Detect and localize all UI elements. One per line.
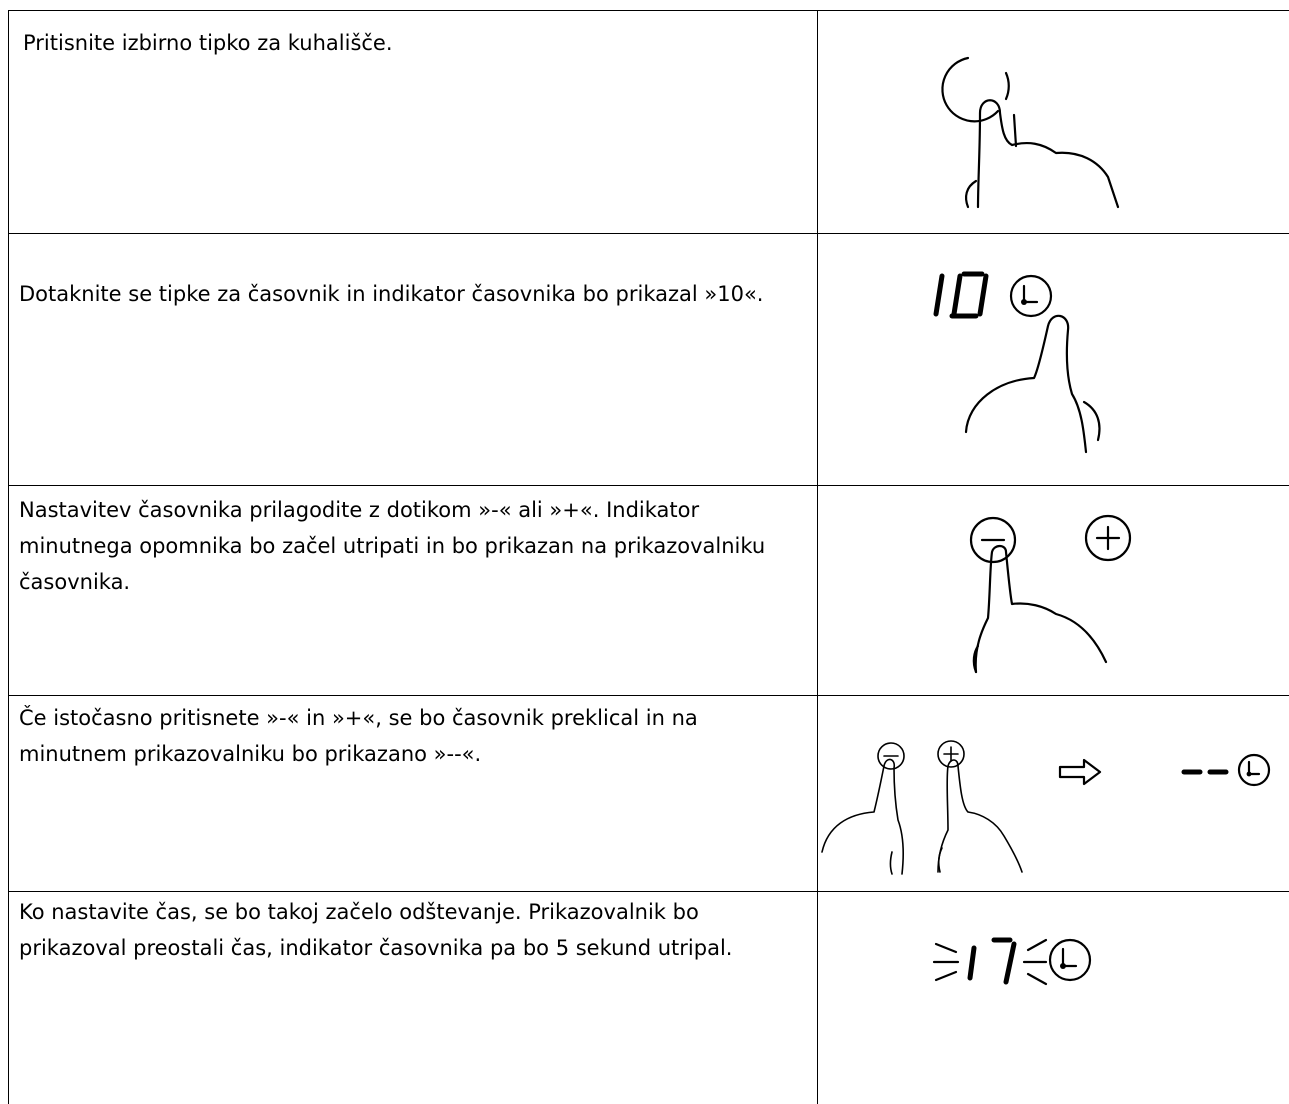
step-row: Nastavitev časovnika prilagodite z dotik… (9, 486, 1289, 696)
timer-key-press-icon (818, 234, 1288, 484)
minus-plus-key-press-icon (818, 486, 1288, 694)
step-text: Ko nastavite čas, se bo takoj začelo odš… (9, 892, 817, 966)
step-text: Nastavitev časovnika prilagodite z dotik… (9, 486, 817, 600)
step-text: Pritisnite izbirno tipko za kuhališče. (9, 11, 817, 61)
timer-display-digits (970, 940, 1014, 982)
plus-key-icon (938, 741, 964, 767)
blink-rays-left (934, 944, 958, 980)
step-row: Če istočasno pritisnete »-« in »+«, se b… (9, 696, 1289, 892)
step-row: Ko nastavite čas, se bo takoj začelo odš… (9, 892, 1289, 1104)
clock-icon (1050, 940, 1090, 980)
clock-icon (1239, 755, 1269, 785)
timer-display-digits (936, 274, 986, 316)
step-illustration-cell (818, 696, 1289, 892)
cancel-timer-press-icon (818, 696, 1288, 890)
step-illustration-cell (818, 486, 1289, 696)
step-text-cell: Pritisnite izbirno tipko za kuhališče. (9, 11, 818, 234)
step-text-cell: Nastavitev časovnika prilagodite z dotik… (9, 486, 818, 696)
step-text-cell: Če istočasno pritisnete »-« in »+«, se b… (9, 696, 818, 892)
blink-rays-right (1024, 940, 1046, 984)
finger-press-zone-key-icon (818, 11, 1288, 233)
step-illustration-cell (818, 892, 1289, 1104)
right-arrow-icon (1060, 760, 1100, 784)
plus-key-icon (1086, 516, 1130, 560)
clock-icon (1011, 276, 1051, 316)
step-text-cell: Dotaknite se tipke za časovnik in indika… (9, 234, 818, 486)
minus-key-icon (878, 743, 904, 769)
minus-key-icon (971, 518, 1015, 562)
step-illustration-cell (818, 11, 1289, 234)
blinking-timer-display-icon (818, 892, 1288, 1104)
step-illustration-cell (818, 234, 1289, 486)
instruction-table: Pritisnite izbirno tipko za kuhališče. D… (8, 10, 1289, 1104)
step-text-cell: Ko nastavite čas, se bo takoj začelo odš… (9, 892, 818, 1104)
step-row: Pritisnite izbirno tipko za kuhališče. (9, 11, 1289, 234)
step-row: Dotaknite se tipke za časovnik in indika… (9, 234, 1289, 486)
step-text: Dotaknite se tipke za časovnik in indika… (9, 234, 817, 312)
step-text: Če istočasno pritisnete »-« in »+«, se b… (9, 696, 817, 772)
